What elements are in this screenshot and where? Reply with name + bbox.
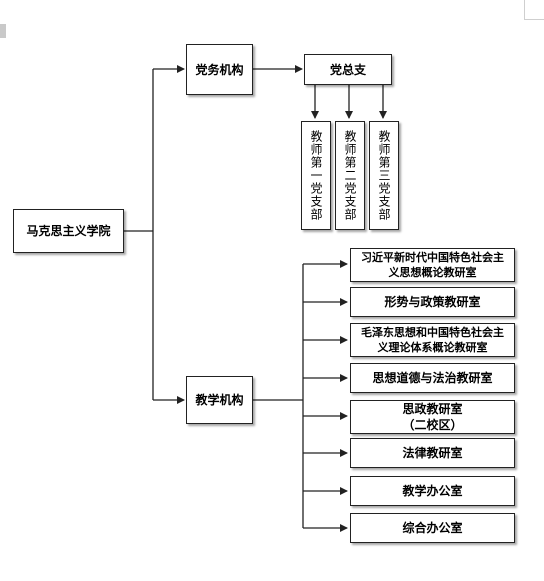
- dept-node-5: 思政教研室 （二校区）: [350, 400, 515, 434]
- root-node: 马克思主义学院: [13, 209, 124, 253]
- root-label: 马克思主义学院: [26, 224, 111, 238]
- teaching-org-label: 教学机构: [195, 393, 244, 407]
- branch-node-3: 教师第三党支部: [369, 121, 399, 230]
- branch-node-1: 教师第一党支部: [301, 121, 331, 230]
- general-branch-label: 党总支: [329, 62, 366, 77]
- dept-label-4: 思想道德与法治教研室: [372, 371, 493, 385]
- dept-label-3: 毛泽东思想和中国特色社会主 义理论体系概论教研室: [361, 326, 504, 354]
- dept-label-5: 思政教研室 （二校区）: [402, 402, 463, 432]
- dept-label-6: 法律教研室: [402, 446, 463, 460]
- branch-label-3: 教师第三党支部: [377, 130, 391, 221]
- dept-label-1: 习近平新时代中国特色社会主 义思想概论教研室: [361, 251, 504, 279]
- branch-label-1: 教师第一党支部: [309, 130, 323, 221]
- corner-marker: [0, 24, 6, 38]
- dept-label-7: 教学办公室: [402, 484, 463, 498]
- dept-node-2: 形势与政策教研室: [350, 287, 515, 317]
- dept-node-8: 综合办公室: [350, 513, 515, 543]
- party-org-node: 党务机构: [186, 44, 253, 95]
- branch-node-2: 教师第二党支部: [335, 121, 365, 230]
- dept-node-4: 思想道德与法治教研室: [350, 363, 515, 393]
- party-org-label: 党务机构: [195, 62, 244, 77]
- general-branch-node: 党总支: [304, 54, 392, 85]
- dept-node-6: 法律教研室: [350, 438, 515, 468]
- dept-node-1: 习近平新时代中国特色社会主 义思想概论教研室: [350, 248, 515, 282]
- dept-node-7: 教学办公室: [350, 476, 515, 506]
- dept-label-8: 综合办公室: [402, 521, 463, 535]
- branch-label-2: 教师第二党支部: [343, 130, 357, 221]
- dept-label-2: 形势与政策教研室: [384, 295, 481, 309]
- teaching-org-node: 教学机构: [186, 376, 253, 424]
- corner-crop-mark: [524, 0, 544, 20]
- dept-node-3: 毛泽东思想和中国特色社会主 义理论体系概论教研室: [350, 323, 515, 357]
